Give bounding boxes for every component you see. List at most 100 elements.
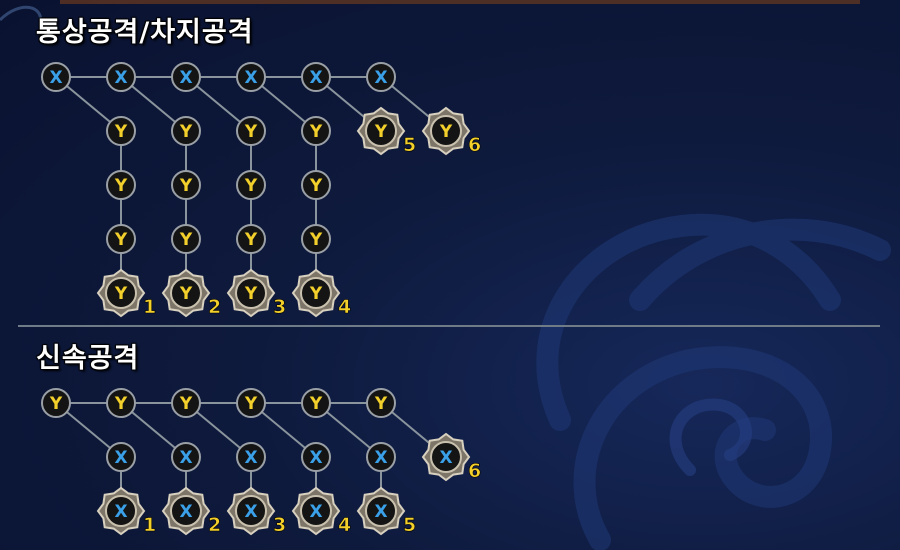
y-button-icon: Y (171, 170, 201, 200)
finisher-number-label: 2 (208, 514, 221, 536)
y-button-icon: Y (366, 388, 396, 418)
svg-text:Y: Y (114, 394, 128, 414)
svg-text:X: X (309, 68, 322, 88)
svg-text:X: X (179, 502, 192, 522)
svg-text:X: X (179, 68, 192, 88)
x-button-icon: X (41, 62, 71, 92)
svg-text:X: X (309, 448, 322, 468)
finisher-y-button-icon: Y (96, 268, 146, 318)
svg-text:Y: Y (179, 394, 193, 414)
y-button-icon: Y (171, 116, 201, 146)
y-button-icon: Y (171, 224, 201, 254)
svg-text:X: X (244, 448, 257, 468)
finisher-y-button-icon: Y (226, 268, 276, 318)
finisher-number-label: 6 (468, 460, 481, 482)
y-button-icon: Y (236, 116, 266, 146)
svg-text:Y: Y (244, 122, 258, 142)
svg-text:X: X (114, 448, 127, 468)
y-button-icon: Y (41, 388, 71, 418)
svg-text:Y: Y (309, 176, 323, 196)
finisher-number-label: 5 (403, 134, 416, 156)
svg-text:Y: Y (244, 284, 258, 304)
svg-text:X: X (374, 68, 387, 88)
y-button-icon: Y (301, 170, 331, 200)
svg-text:Y: Y (309, 122, 323, 142)
svg-text:Y: Y (244, 176, 258, 196)
x-button-icon: X (236, 62, 266, 92)
finisher-number-label: 3 (273, 296, 286, 318)
svg-text:Y: Y (374, 122, 388, 142)
svg-text:Y: Y (309, 394, 323, 414)
svg-text:X: X (179, 448, 192, 468)
svg-text:Y: Y (114, 122, 128, 142)
finisher-x-button-icon: X (161, 486, 211, 536)
top-border-bar (60, 0, 860, 4)
finisher-x-button-icon: X (96, 486, 146, 536)
y-button-icon: Y (106, 388, 136, 418)
svg-text:Y: Y (49, 394, 63, 414)
finisher-y-button-icon: Y (421, 106, 471, 156)
section-title-quick-attack: 신속공격 (36, 343, 140, 374)
x-button-icon: X (106, 442, 136, 472)
y-button-icon: Y (106, 116, 136, 146)
swirl-ornament (536, 213, 891, 550)
x-button-icon: X (366, 62, 396, 92)
section-title-normal-charge-attack: 통상공격/차지공격 (36, 17, 254, 48)
svg-text:Y: Y (179, 176, 193, 196)
x-button-icon: X (236, 442, 266, 472)
y-button-icon: Y (106, 170, 136, 200)
svg-text:Y: Y (244, 394, 258, 414)
x-button-icon: X (171, 62, 201, 92)
corner-ornament-top-left (0, 5, 43, 26)
finisher-number-label: 4 (338, 514, 351, 536)
y-button-icon: Y (236, 170, 266, 200)
svg-text:Y: Y (114, 230, 128, 250)
y-button-icon: Y (236, 388, 266, 418)
finisher-number-label: 4 (338, 296, 351, 318)
finisher-number-label: 6 (468, 134, 481, 156)
svg-text:Y: Y (309, 284, 323, 304)
finisher-x-button-icon: X (356, 486, 406, 536)
swirl-ornament-inner (669, 398, 752, 476)
svg-text:X: X (244, 502, 257, 522)
y-button-icon: Y (301, 224, 331, 254)
x-button-icon: X (106, 62, 136, 92)
svg-text:Y: Y (114, 176, 128, 196)
finisher-y-button-icon: Y (161, 268, 211, 318)
finisher-number-label: 5 (403, 514, 416, 536)
svg-text:Y: Y (309, 230, 323, 250)
finisher-number-label: 3 (273, 514, 286, 536)
svg-text:Y: Y (179, 122, 193, 142)
svg-text:Y: Y (179, 230, 193, 250)
finisher-x-button-icon: X (226, 486, 276, 536)
finisher-number-label: 1 (143, 514, 156, 536)
svg-text:X: X (49, 68, 62, 88)
y-button-icon: Y (171, 388, 201, 418)
x-button-icon: X (301, 442, 331, 472)
svg-text:X: X (309, 502, 322, 522)
y-button-icon: Y (301, 388, 331, 418)
svg-text:Y: Y (374, 394, 388, 414)
y-button-icon: Y (236, 224, 266, 254)
finisher-x-button-icon: X (291, 486, 341, 536)
svg-text:Y: Y (179, 284, 193, 304)
svg-text:X: X (114, 502, 127, 522)
svg-text:Y: Y (244, 230, 258, 250)
svg-text:X: X (244, 68, 257, 88)
svg-text:X: X (439, 448, 452, 468)
svg-text:X: X (374, 502, 387, 522)
x-button-icon: X (301, 62, 331, 92)
x-button-icon: X (171, 442, 201, 472)
finisher-number-label: 1 (143, 296, 156, 318)
x-button-icon: X (366, 442, 396, 472)
svg-text:X: X (114, 68, 127, 88)
y-button-icon: Y (301, 116, 331, 146)
svg-text:X: X (374, 448, 387, 468)
svg-text:Y: Y (114, 284, 128, 304)
finisher-x-button-icon: X (421, 432, 471, 482)
finisher-y-button-icon: Y (291, 268, 341, 318)
finisher-number-label: 2 (208, 296, 221, 318)
